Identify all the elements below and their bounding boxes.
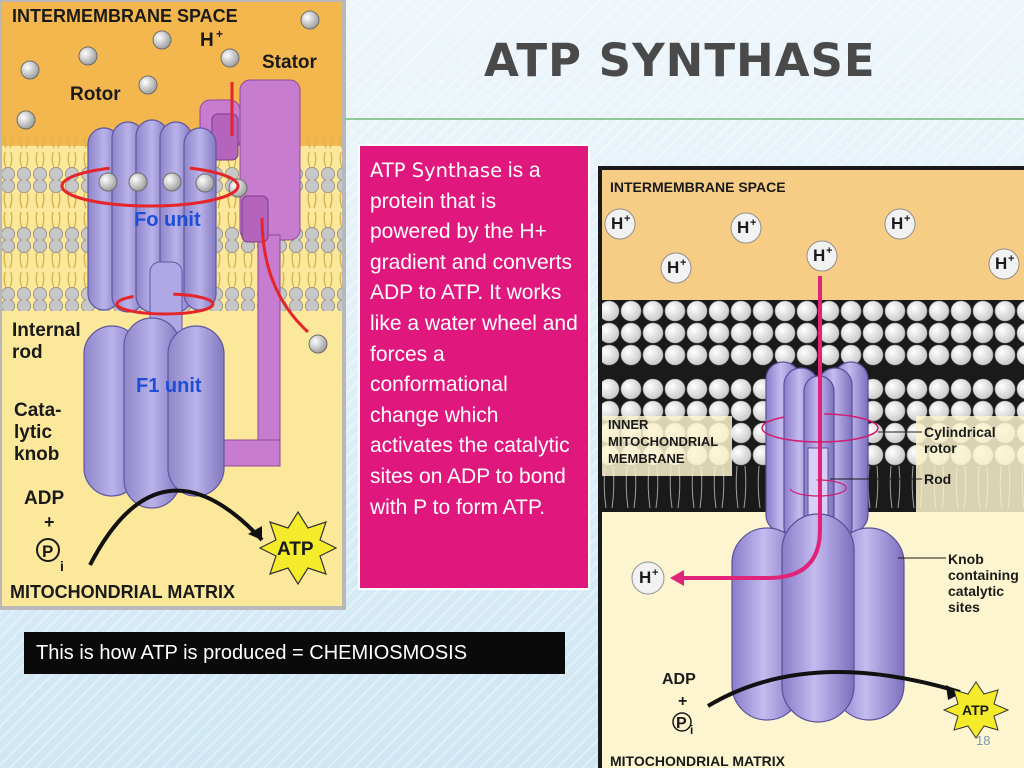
left-h-plus-sup: + (216, 27, 223, 41)
right-h-6-sup: + (1008, 253, 1014, 265)
internal-rod-label-1: Internal (12, 320, 81, 341)
internal-rod-label-2: rod (12, 342, 43, 363)
fo-unit-label: Fo unit (134, 209, 201, 231)
membrane-label-2: MITOCHONDRIAL (608, 434, 718, 449)
right-h-3-sup: + (904, 213, 910, 225)
right-h-1: H (611, 214, 623, 233)
right-pi-i: i (690, 723, 693, 737)
right-h-7: H (639, 568, 651, 587)
cylindrical-rotor-label-1: Cylindrical (924, 424, 996, 440)
f1-unit (83, 317, 225, 509)
right-h-4: H (813, 246, 825, 265)
description-lead: ATP Synthase (370, 159, 503, 182)
right-atp-starburst (942, 681, 1010, 739)
knob-sites-label-2: containing (948, 567, 1019, 583)
right-atp-synthase-figure: H + H + H + H + H + H + H + INTERMEMBRAN… (598, 166, 1024, 768)
knob-sites-label-1: Knob (948, 551, 984, 567)
right-pi-circle (672, 712, 692, 732)
slide-title: ATP SYNTHASE (484, 34, 876, 87)
description-box: ATP Synthase is a protein that is powere… (358, 144, 590, 590)
right-h-2: H (737, 218, 749, 237)
knob-label-3: knob (14, 444, 59, 465)
proton-path-arrow (680, 276, 822, 580)
f1-unit-label: F1 unit (136, 375, 202, 397)
right-h-3: H (891, 214, 903, 233)
right-matrix-label: MITOCHONDRIAL MATRIX (610, 753, 786, 768)
right-atp-label: ATP (962, 702, 989, 718)
chemiosmosis-caption: This is how ATP is produced = CHEMIOSMOS… (24, 632, 565, 674)
left-atp-label: ATP (277, 539, 314, 560)
adp-to-atp-arrow-right (706, 670, 961, 708)
left-intermembrane-label: INTERMEMBRANE SPACE (12, 6, 238, 26)
right-h-5: H (667, 258, 679, 277)
right-h-1-sup: + (624, 213, 630, 225)
right-adp-label: ADP (662, 671, 696, 688)
right-intermembrane-label: INTERMEMBRANE SPACE (610, 179, 786, 195)
right-pi-p: P (676, 715, 687, 732)
description-body: is a protein that is powered by the H+ g… (370, 159, 578, 519)
left-matrix-label: MITOCHONDRIAL MATRIX (10, 582, 235, 602)
stator-label: Stator (262, 52, 318, 73)
adp-to-atp-arrow (88, 488, 264, 566)
slide-number: 18 (976, 733, 991, 748)
leader-lines (830, 431, 946, 559)
rotor-label: Rotor (70, 84, 121, 105)
title-divider (344, 118, 1024, 120)
left-adp-label: ADP (24, 488, 64, 509)
left-pi-circle (36, 538, 60, 562)
cylindrical-rotor-label-2: rotor (924, 440, 957, 456)
right-h-7-sup: + (652, 567, 658, 579)
left-plus-label: + (44, 512, 55, 532)
rotor-rotation-arrow (761, 413, 879, 443)
knob-label-1: Cata- (14, 400, 62, 421)
right-h-plus-ions (604, 208, 1020, 595)
atp-starburst (258, 510, 338, 586)
proton-flow-arrows (60, 82, 310, 334)
left-pi-i: i (60, 558, 64, 574)
right-h-6: H (995, 254, 1007, 273)
knob-sites-label-4: sites (948, 599, 980, 615)
left-h-plus-label: H (200, 30, 214, 51)
right-h-4-sup: + (826, 245, 832, 257)
rod-label: Rod (924, 471, 951, 487)
right-h-2-sup: + (750, 217, 756, 229)
right-plus-label: + (678, 693, 687, 710)
left-pi-p: P (42, 542, 53, 561)
membrane-label-3: MEMBRANE (608, 451, 685, 466)
membrane-label-1: INNER (608, 417, 649, 432)
knob-sites-label-3: catalytic (948, 583, 1004, 599)
knob-label-2: lytic (14, 422, 52, 443)
left-atp-synthase-figure: INTERMEMBRANE SPACE H + Stator Rotor Fo … (0, 0, 346, 610)
right-h-5-sup: + (680, 257, 686, 269)
